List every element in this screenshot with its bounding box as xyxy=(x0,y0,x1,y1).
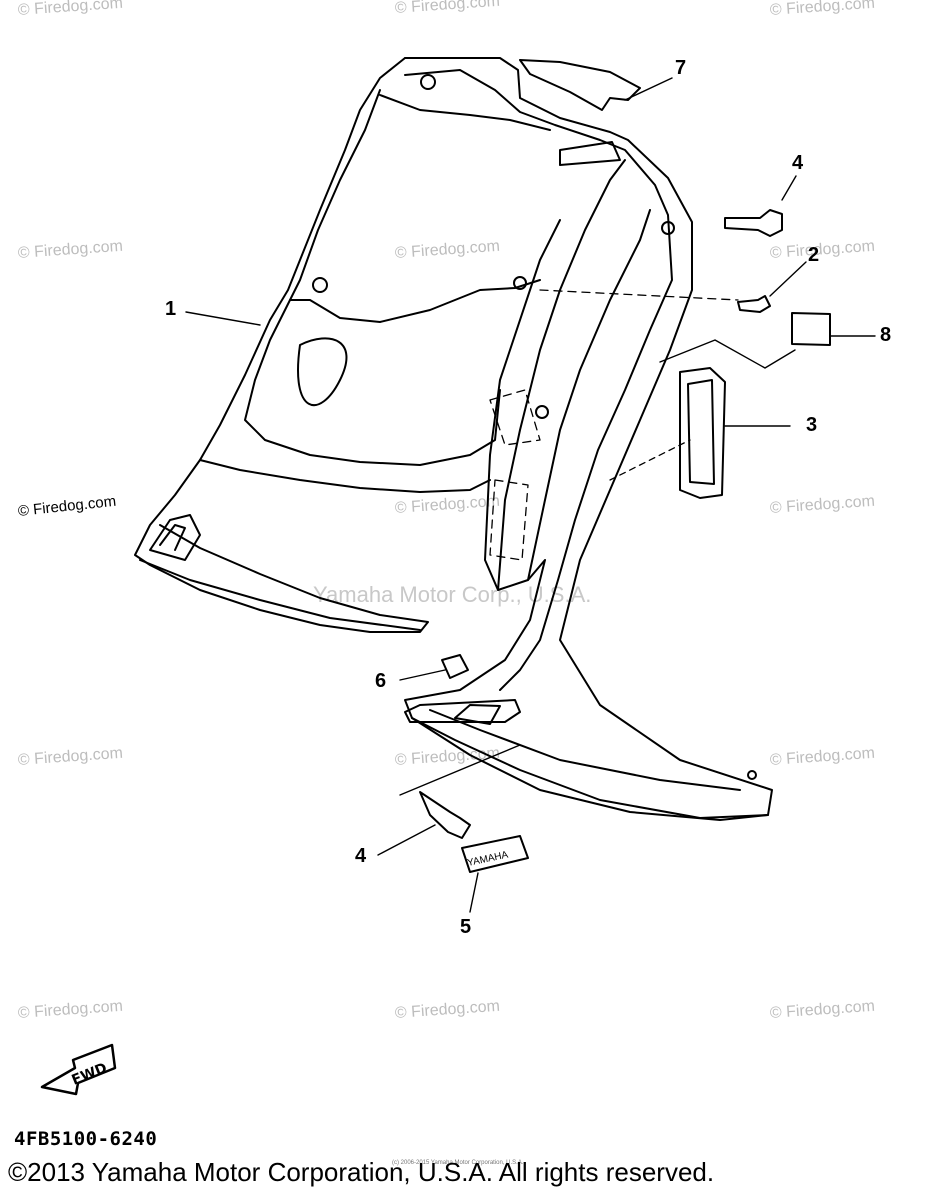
part-2-screw xyxy=(737,295,771,313)
part-7 xyxy=(519,59,641,111)
top-band xyxy=(559,141,621,166)
leg-shield-lower-edge xyxy=(139,559,421,631)
boss-top xyxy=(420,74,436,90)
leader-5 xyxy=(469,872,479,913)
dashed-line xyxy=(539,289,739,301)
leader-4b xyxy=(377,824,436,856)
dashed-line xyxy=(489,389,541,446)
leg-shield-outline xyxy=(404,57,773,821)
storage-pocket xyxy=(244,299,501,466)
lower-panel xyxy=(199,459,491,493)
floor-slot xyxy=(404,699,521,723)
part-8 xyxy=(791,312,831,346)
right-column xyxy=(527,209,651,581)
diagram-code: 4FB5100-6240 xyxy=(14,1128,158,1150)
callout-4-top: 4 xyxy=(792,152,804,174)
leader-7 xyxy=(624,77,673,101)
boss-floor xyxy=(747,770,757,780)
dashed-line xyxy=(489,479,529,561)
boss-mid xyxy=(312,277,328,293)
part-5-emblem xyxy=(461,835,529,873)
part-6 xyxy=(441,654,469,679)
callout-8: 8 xyxy=(880,324,892,346)
emblem-text: YAMAHA xyxy=(466,849,509,868)
callout-6: 6 xyxy=(375,670,387,692)
floor-edge xyxy=(411,717,769,819)
part-4-screw-bottom xyxy=(419,791,471,839)
boss-right xyxy=(661,221,675,235)
part-4-screw-top xyxy=(724,209,783,237)
center-watermark: Yamaha Motor Corp., U.S.A. xyxy=(313,582,592,607)
fwd-label: FWD xyxy=(70,1060,110,1089)
leader-1 xyxy=(185,311,261,326)
fwd-arrow xyxy=(40,1043,117,1096)
leg-shield-inner-left xyxy=(289,89,541,323)
floor-slot-inner xyxy=(454,704,501,725)
boss-mid2 xyxy=(513,276,527,290)
part-3-inner xyxy=(687,379,715,485)
leg-shield-left xyxy=(134,57,429,633)
left-clip xyxy=(149,514,201,561)
pocket-oval xyxy=(297,337,348,407)
boss-low xyxy=(535,405,549,419)
dashed-line xyxy=(609,439,691,481)
leg-shield-inner-top xyxy=(404,69,673,691)
callout-2: 2 xyxy=(808,244,820,266)
copyright-notice: ©2013 Yamaha Motor Corporation, U.S.A. A… xyxy=(8,1157,715,1187)
floor-inner xyxy=(429,709,741,791)
leader-connector xyxy=(659,339,796,369)
tiny-note: (c) 2006-2015 Yamaha Motor Corporation, … xyxy=(392,1160,524,1166)
leader-floor xyxy=(399,744,521,796)
right-column-inner xyxy=(497,159,626,591)
callout-1: 1 xyxy=(165,298,177,320)
leader-6 xyxy=(399,669,446,681)
callout-7: 7 xyxy=(675,57,687,79)
top-opening xyxy=(379,94,551,131)
left-clip-detail xyxy=(159,524,186,551)
leader-4a xyxy=(781,175,797,201)
callout-4-bottom: 4 xyxy=(355,845,367,867)
callout-3: 3 xyxy=(806,414,818,436)
callout-5: 5 xyxy=(460,916,472,938)
leader-2 xyxy=(769,261,807,297)
part-3 xyxy=(679,367,726,499)
